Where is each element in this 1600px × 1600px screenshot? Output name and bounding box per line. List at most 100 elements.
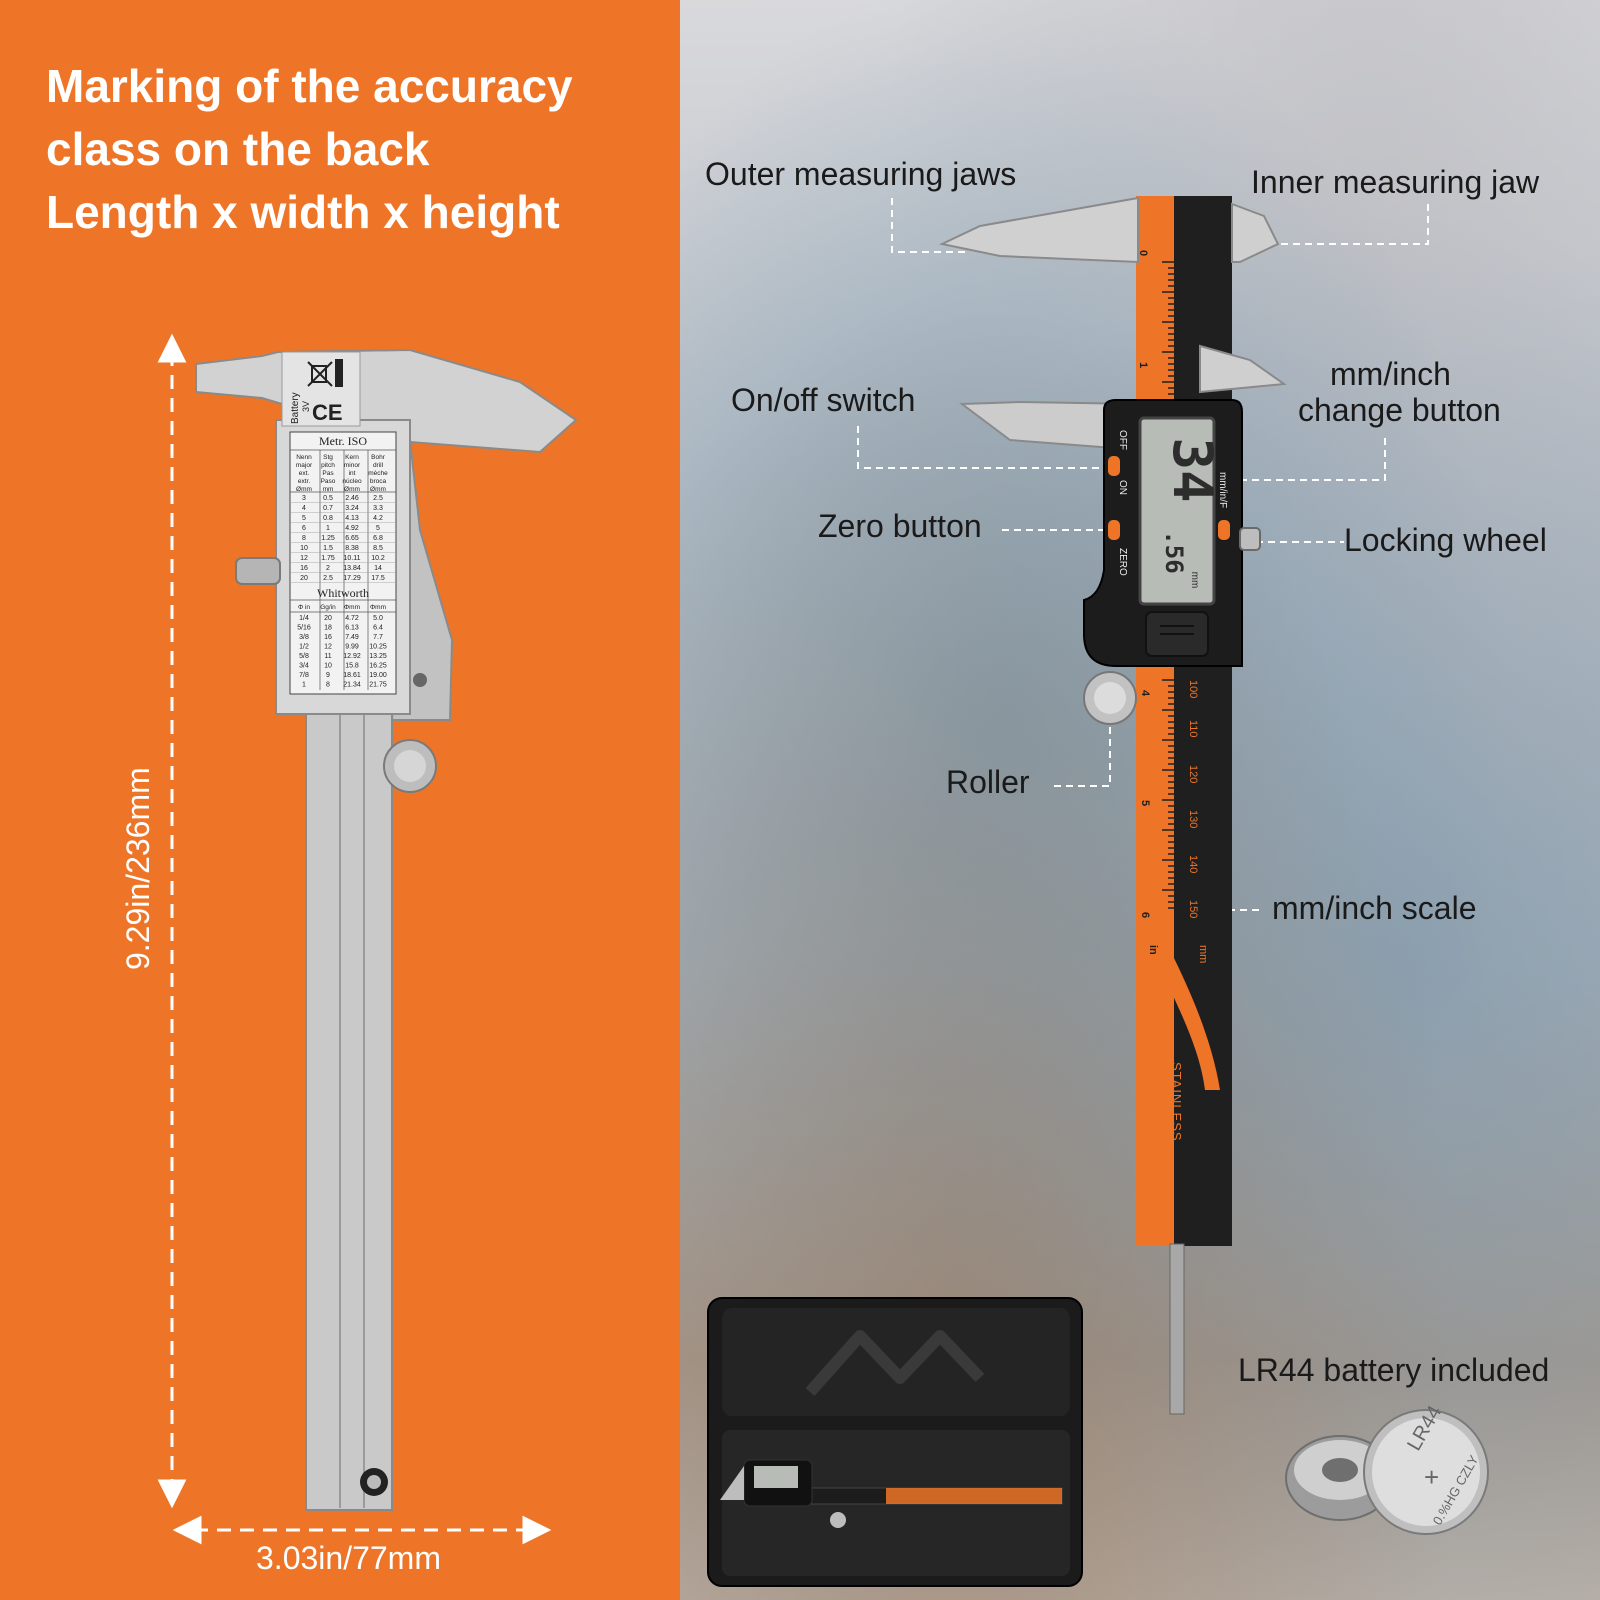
metric-header-cell: drill xyxy=(373,462,384,469)
metric-cell: 2 xyxy=(326,565,330,572)
scale-in-label: 0 xyxy=(1137,250,1149,256)
unit-in-label: in xyxy=(1147,945,1159,955)
metric-cell: 5 xyxy=(302,515,306,522)
metric-cell: 13.84 xyxy=(343,565,361,572)
callout-locking-wheel: Locking wheel xyxy=(1344,522,1547,558)
scale-in-label: 5 xyxy=(1139,800,1151,806)
whitworth-cell: 16.25 xyxy=(369,663,387,670)
callout-zero-button: Zero button xyxy=(818,508,982,544)
whitworth-cell: 6.13 xyxy=(345,625,359,632)
metric-cell: 2.5 xyxy=(373,495,383,502)
metric-header-cell: Ømm xyxy=(344,486,360,493)
whitworth-cell: 12.92 xyxy=(343,653,361,660)
whitworth-header-cell: Gg/in xyxy=(320,604,336,611)
metric-cell: 8.38 xyxy=(345,545,359,552)
metric-header-cell: pitch xyxy=(321,462,335,469)
height-dimension-arrow xyxy=(157,333,187,1509)
metric-cell: 1.5 xyxy=(323,545,333,552)
whitworth-cell: 1/4 xyxy=(299,615,309,622)
display-unit: mm xyxy=(1189,572,1200,589)
metric-header-cell: Kern xyxy=(345,454,359,461)
label-zero: ZERO xyxy=(1117,548,1128,576)
whitworth-cell: 20 xyxy=(324,615,332,622)
metric-cell: 20 xyxy=(300,575,308,582)
metric-cell: 10 xyxy=(300,545,308,552)
metric-header-cell: major xyxy=(296,462,313,469)
metric-cell: 2.46 xyxy=(345,495,359,502)
whitworth-cell: 12 xyxy=(324,644,332,651)
whitworth-cell: 18 xyxy=(324,625,332,632)
scale-in-label: 4 xyxy=(1139,690,1151,697)
metric-header-cell: ext. xyxy=(299,470,310,477)
callout-outer-jaws: Outer measuring jaws xyxy=(705,156,1017,192)
ce-mark: CE xyxy=(312,400,343,425)
metric-header-cell: Pas xyxy=(322,470,334,477)
weee-bin-icon xyxy=(307,359,343,387)
locking-wheel[interactable] xyxy=(1239,527,1261,551)
whitworth-cell: 11 xyxy=(324,653,331,660)
callout-mm-inch-button-line1: mm/inch xyxy=(1330,356,1451,392)
scale-mm-label: 130 xyxy=(1187,810,1199,828)
whitworth-cell: 21.75 xyxy=(369,682,387,689)
whitworth-cell: 1 xyxy=(302,682,306,689)
metric-header-cell: broca xyxy=(370,478,387,485)
caliper-back-illustration: Battery 3V CE Metr. ISO Nennmajorext.ext… xyxy=(157,333,578,1545)
whitworth-cell: 10.25 xyxy=(369,644,387,651)
metric-cell: 14 xyxy=(374,565,382,572)
coin-plus-sign: + xyxy=(1424,1462,1439,1492)
stainless-label: STAINLESS xyxy=(1169,1062,1184,1142)
metric-cell: 6.65 xyxy=(345,535,359,542)
metric-cell: 1 xyxy=(326,525,330,532)
callout-battery-included: LR44 battery included xyxy=(1238,1352,1550,1388)
scale-mm-label: 10 xyxy=(1177,298,1189,310)
metric-header-cell: Nenn xyxy=(296,454,312,461)
metric-cell: 2.5 xyxy=(323,575,333,582)
caliper-back: Battery 3V CE Metr. ISO Nennmajorext.ext… xyxy=(195,348,578,1511)
whitworth-cell: 9.99 xyxy=(345,644,359,651)
whitworth-cell: 6.4 xyxy=(373,625,383,632)
callout-roller: Roller xyxy=(946,764,1030,800)
whitworth-cell: 5.0 xyxy=(373,615,383,622)
metric-header-cell: minor xyxy=(344,462,361,469)
metric-cell: 17.29 xyxy=(343,575,361,582)
headline-line-3: Length x width x height xyxy=(46,186,560,238)
metric-cell: 4.92 xyxy=(345,525,359,532)
scale-in-label: 6 xyxy=(1139,912,1151,918)
onoff-switch[interactable] xyxy=(1108,456,1120,476)
whitworth-header-cell: Φ in xyxy=(298,604,310,611)
label-on: ON xyxy=(1117,480,1128,495)
metric-cell: 8 xyxy=(302,535,306,542)
whitworth-cell: 7.7 xyxy=(373,634,383,641)
metric-cell: 12 xyxy=(300,555,308,562)
whitworth-table-title: Whitworth xyxy=(317,586,369,600)
metric-table-title: Metr. ISO xyxy=(319,434,367,448)
plate-battery-text: Battery xyxy=(290,392,301,424)
thread-spec-table: Metr. ISO Nennmajorext.extr.ØmmStgpitchP… xyxy=(289,431,397,695)
zero-button[interactable] xyxy=(1108,520,1120,540)
whitworth-header-cell: Φmm xyxy=(370,604,386,611)
plate-voltage-text: 3V xyxy=(301,401,311,412)
metric-cell: 3.3 xyxy=(373,505,383,512)
whitworth-cell: 3/4 xyxy=(299,663,309,670)
mm-inch-button[interactable] xyxy=(1218,520,1230,540)
metric-cell: 4.2 xyxy=(373,515,383,522)
caliper-front-illustration: 34 .56 mm OFF ON ZERO mm/in/F 0102030100… xyxy=(707,196,1489,1587)
metric-header-cell: mèche xyxy=(368,470,388,477)
metric-cell: 4.13 xyxy=(345,515,359,522)
metric-header-cell: Ømm xyxy=(370,486,386,493)
callout-inner-jaw: Inner measuring jaw xyxy=(1251,164,1540,200)
whitworth-cell: 15.8 xyxy=(345,663,359,670)
whitworth-cell: 21.34 xyxy=(343,682,361,689)
metric-header-cell: mm xyxy=(323,486,334,493)
scale-in-label: 1 xyxy=(1137,362,1149,368)
whitworth-cell: 18.61 xyxy=(343,672,361,679)
display-decimal-reading: .56 xyxy=(1160,530,1188,573)
width-dimension-label: 3.03in/77mm xyxy=(256,1540,441,1576)
metric-cell: 1.25 xyxy=(321,535,335,542)
metric-cell: 0.8 xyxy=(323,515,333,522)
scale-mm-label: 150 xyxy=(1187,900,1199,918)
whitworth-cell: 7/8 xyxy=(299,672,309,679)
scale-mm-label: 140 xyxy=(1187,855,1199,873)
metric-cell: 3 xyxy=(302,495,306,502)
scale-mm-label: 120 xyxy=(1187,765,1199,783)
